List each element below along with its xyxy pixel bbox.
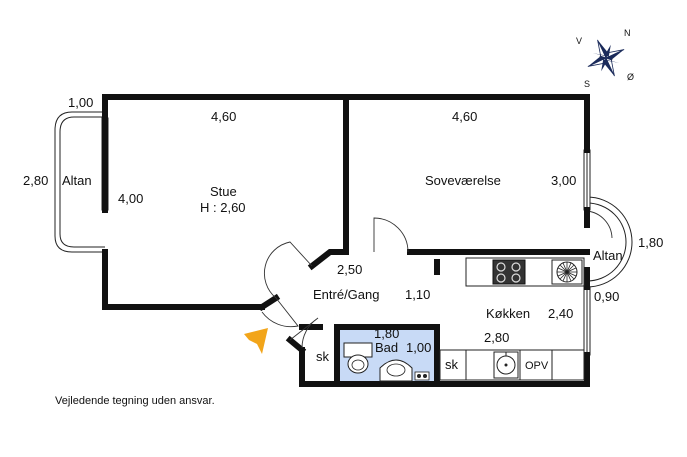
bad-depth: 1,00 bbox=[406, 340, 431, 355]
kitchen-storage-label: sk bbox=[445, 357, 459, 372]
toilet-icon bbox=[343, 342, 373, 374]
entre-depth: 1,10 bbox=[405, 287, 430, 302]
compass-icon: N V S Ø bbox=[576, 28, 634, 89]
entre-name: Entré/Gang bbox=[313, 287, 380, 302]
right-balcony-name: Altan bbox=[593, 248, 623, 263]
stue-height: H : 2,60 bbox=[200, 200, 246, 215]
compass-south: S bbox=[584, 79, 590, 89]
door-swings bbox=[261, 217, 409, 349]
stue-width: 4,60 bbox=[211, 109, 236, 124]
compass-north: N bbox=[624, 28, 631, 38]
sink-icon bbox=[493, 351, 519, 379]
tap-icon bbox=[414, 371, 430, 381]
stue-name: Stue bbox=[210, 184, 237, 199]
kokken-depth: 2,40 bbox=[548, 306, 573, 321]
compass-east: Ø bbox=[627, 72, 634, 82]
sovevaerelse-name: Soveværelse bbox=[425, 173, 501, 188]
right-balcony-depth: 1,80 bbox=[638, 235, 663, 250]
right-balcony-width: 0,90 bbox=[594, 289, 619, 304]
stue-depth: 4,00 bbox=[118, 191, 143, 206]
left-balcony-depth: 2,80 bbox=[23, 173, 48, 188]
right-balcony bbox=[586, 196, 633, 288]
entre-storage-label: sk bbox=[316, 349, 330, 364]
sovevaerelse-width: 4,60 bbox=[452, 109, 477, 124]
entrance-arrow-icon bbox=[244, 328, 268, 354]
ventilation-fan-icon bbox=[551, 259, 583, 285]
kokken-name: Køkken bbox=[486, 306, 530, 321]
bad-width: 1,80 bbox=[374, 326, 399, 341]
sovevaerelse-depth: 3,00 bbox=[551, 173, 576, 188]
left-balcony-name: Altan bbox=[62, 173, 92, 188]
left-balcony bbox=[54, 111, 105, 253]
disclaimer: Vejledende tegning uden ansvar. bbox=[55, 395, 215, 407]
left-balcony-width: 1,00 bbox=[68, 95, 93, 110]
kokken-width: 2,80 bbox=[484, 330, 509, 345]
washbasin-icon bbox=[379, 359, 413, 382]
entre-width: 2,50 bbox=[337, 262, 362, 277]
kitchen-counter bbox=[439, 257, 585, 381]
walls bbox=[102, 94, 590, 387]
bad-name: Bad bbox=[375, 340, 398, 355]
opv-label: OPV bbox=[525, 360, 549, 372]
compass-west: V bbox=[576, 36, 582, 46]
stove-icon bbox=[492, 259, 526, 285]
